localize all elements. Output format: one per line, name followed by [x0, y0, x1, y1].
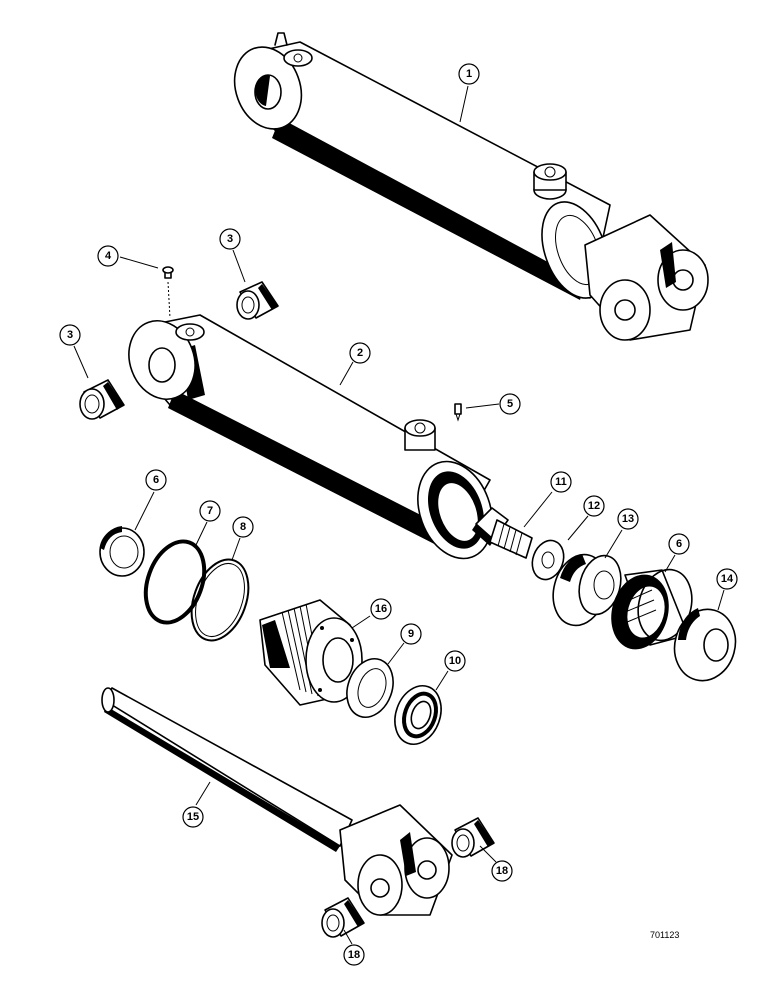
assembled-cylinder-part-1 [233, 32, 709, 341]
rod-seal-part-10 [346, 658, 394, 718]
callout-label: 9 [408, 628, 414, 640]
callout-12: 11 [523, 471, 572, 528]
callout-label: 5 [507, 398, 513, 410]
nut-part-15 [673, 608, 737, 682]
wiper-seal-part-11 [394, 685, 442, 745]
plug-part-5 [454, 403, 462, 422]
callout-label: 16 [375, 603, 387, 615]
callout-label: 6 [676, 538, 682, 550]
callout-3a: 3 [219, 228, 246, 283]
barrel-part-2 [128, 314, 493, 560]
wiper-ring-part-7 [99, 526, 145, 577]
gland-part-16 [259, 599, 363, 706]
piston-seal-part-6 [611, 568, 693, 650]
callout-18b: 18 [343, 929, 365, 966]
rod-part-17 [101, 687, 453, 916]
callout-15: 14 [716, 568, 738, 611]
callout-13: 12 [567, 495, 605, 541]
bushing-part-3-upper [236, 281, 279, 320]
callout-1: 1 [458, 63, 480, 123]
callout-2: 2 [339, 342, 371, 386]
callout-14: 13 [604, 508, 639, 559]
callout-label: 6 [153, 474, 159, 486]
callout-label: 18 [496, 865, 508, 877]
grease-fitting-part-4 [162, 266, 174, 319]
callout-6: 6 [664, 533, 690, 573]
callout-label: 14 [721, 573, 734, 585]
callout-5: 5 [465, 393, 521, 415]
callout-label: 11 [555, 476, 567, 488]
callout-label: 13 [622, 513, 634, 525]
callout-9: 8 [231, 516, 254, 561]
callout-label: 3 [67, 329, 73, 341]
washer-part-13 [531, 539, 565, 581]
bushing-part-18-left [321, 897, 365, 938]
callout-label: 18 [348, 949, 360, 961]
bushing-part-3-lower [79, 379, 125, 420]
callout-11: 10 [435, 650, 466, 691]
callout-label: 3 [227, 233, 233, 245]
callout-label: 2 [357, 347, 363, 359]
figure-reference-code: 701123 [650, 930, 679, 940]
callout-8: 7 [195, 500, 221, 546]
callout-label: 8 [240, 521, 246, 533]
callout-label: 4 [105, 250, 112, 262]
callout-label: 15 [187, 811, 199, 823]
callout-16: 16 [351, 598, 392, 629]
piston-part-14 [552, 553, 622, 627]
callout-10: 9 [387, 623, 422, 665]
callout-label: 10 [449, 655, 461, 667]
bolt-part-12 [472, 507, 533, 559]
callout-4: 4 [97, 245, 159, 269]
o-ring-part-8 [143, 539, 207, 625]
callout-7: 6 [134, 469, 167, 531]
callout-label: 7 [207, 505, 213, 517]
callout-label: 1 [466, 68, 472, 80]
callout-label: 12 [588, 500, 600, 512]
callout-18a: 18 [479, 845, 513, 882]
bushing-part-18-right [451, 817, 495, 858]
callout-3b: 3 [59, 324, 89, 379]
backup-ring-part-9 [190, 558, 250, 642]
callout-17: 15 [182, 781, 211, 828]
